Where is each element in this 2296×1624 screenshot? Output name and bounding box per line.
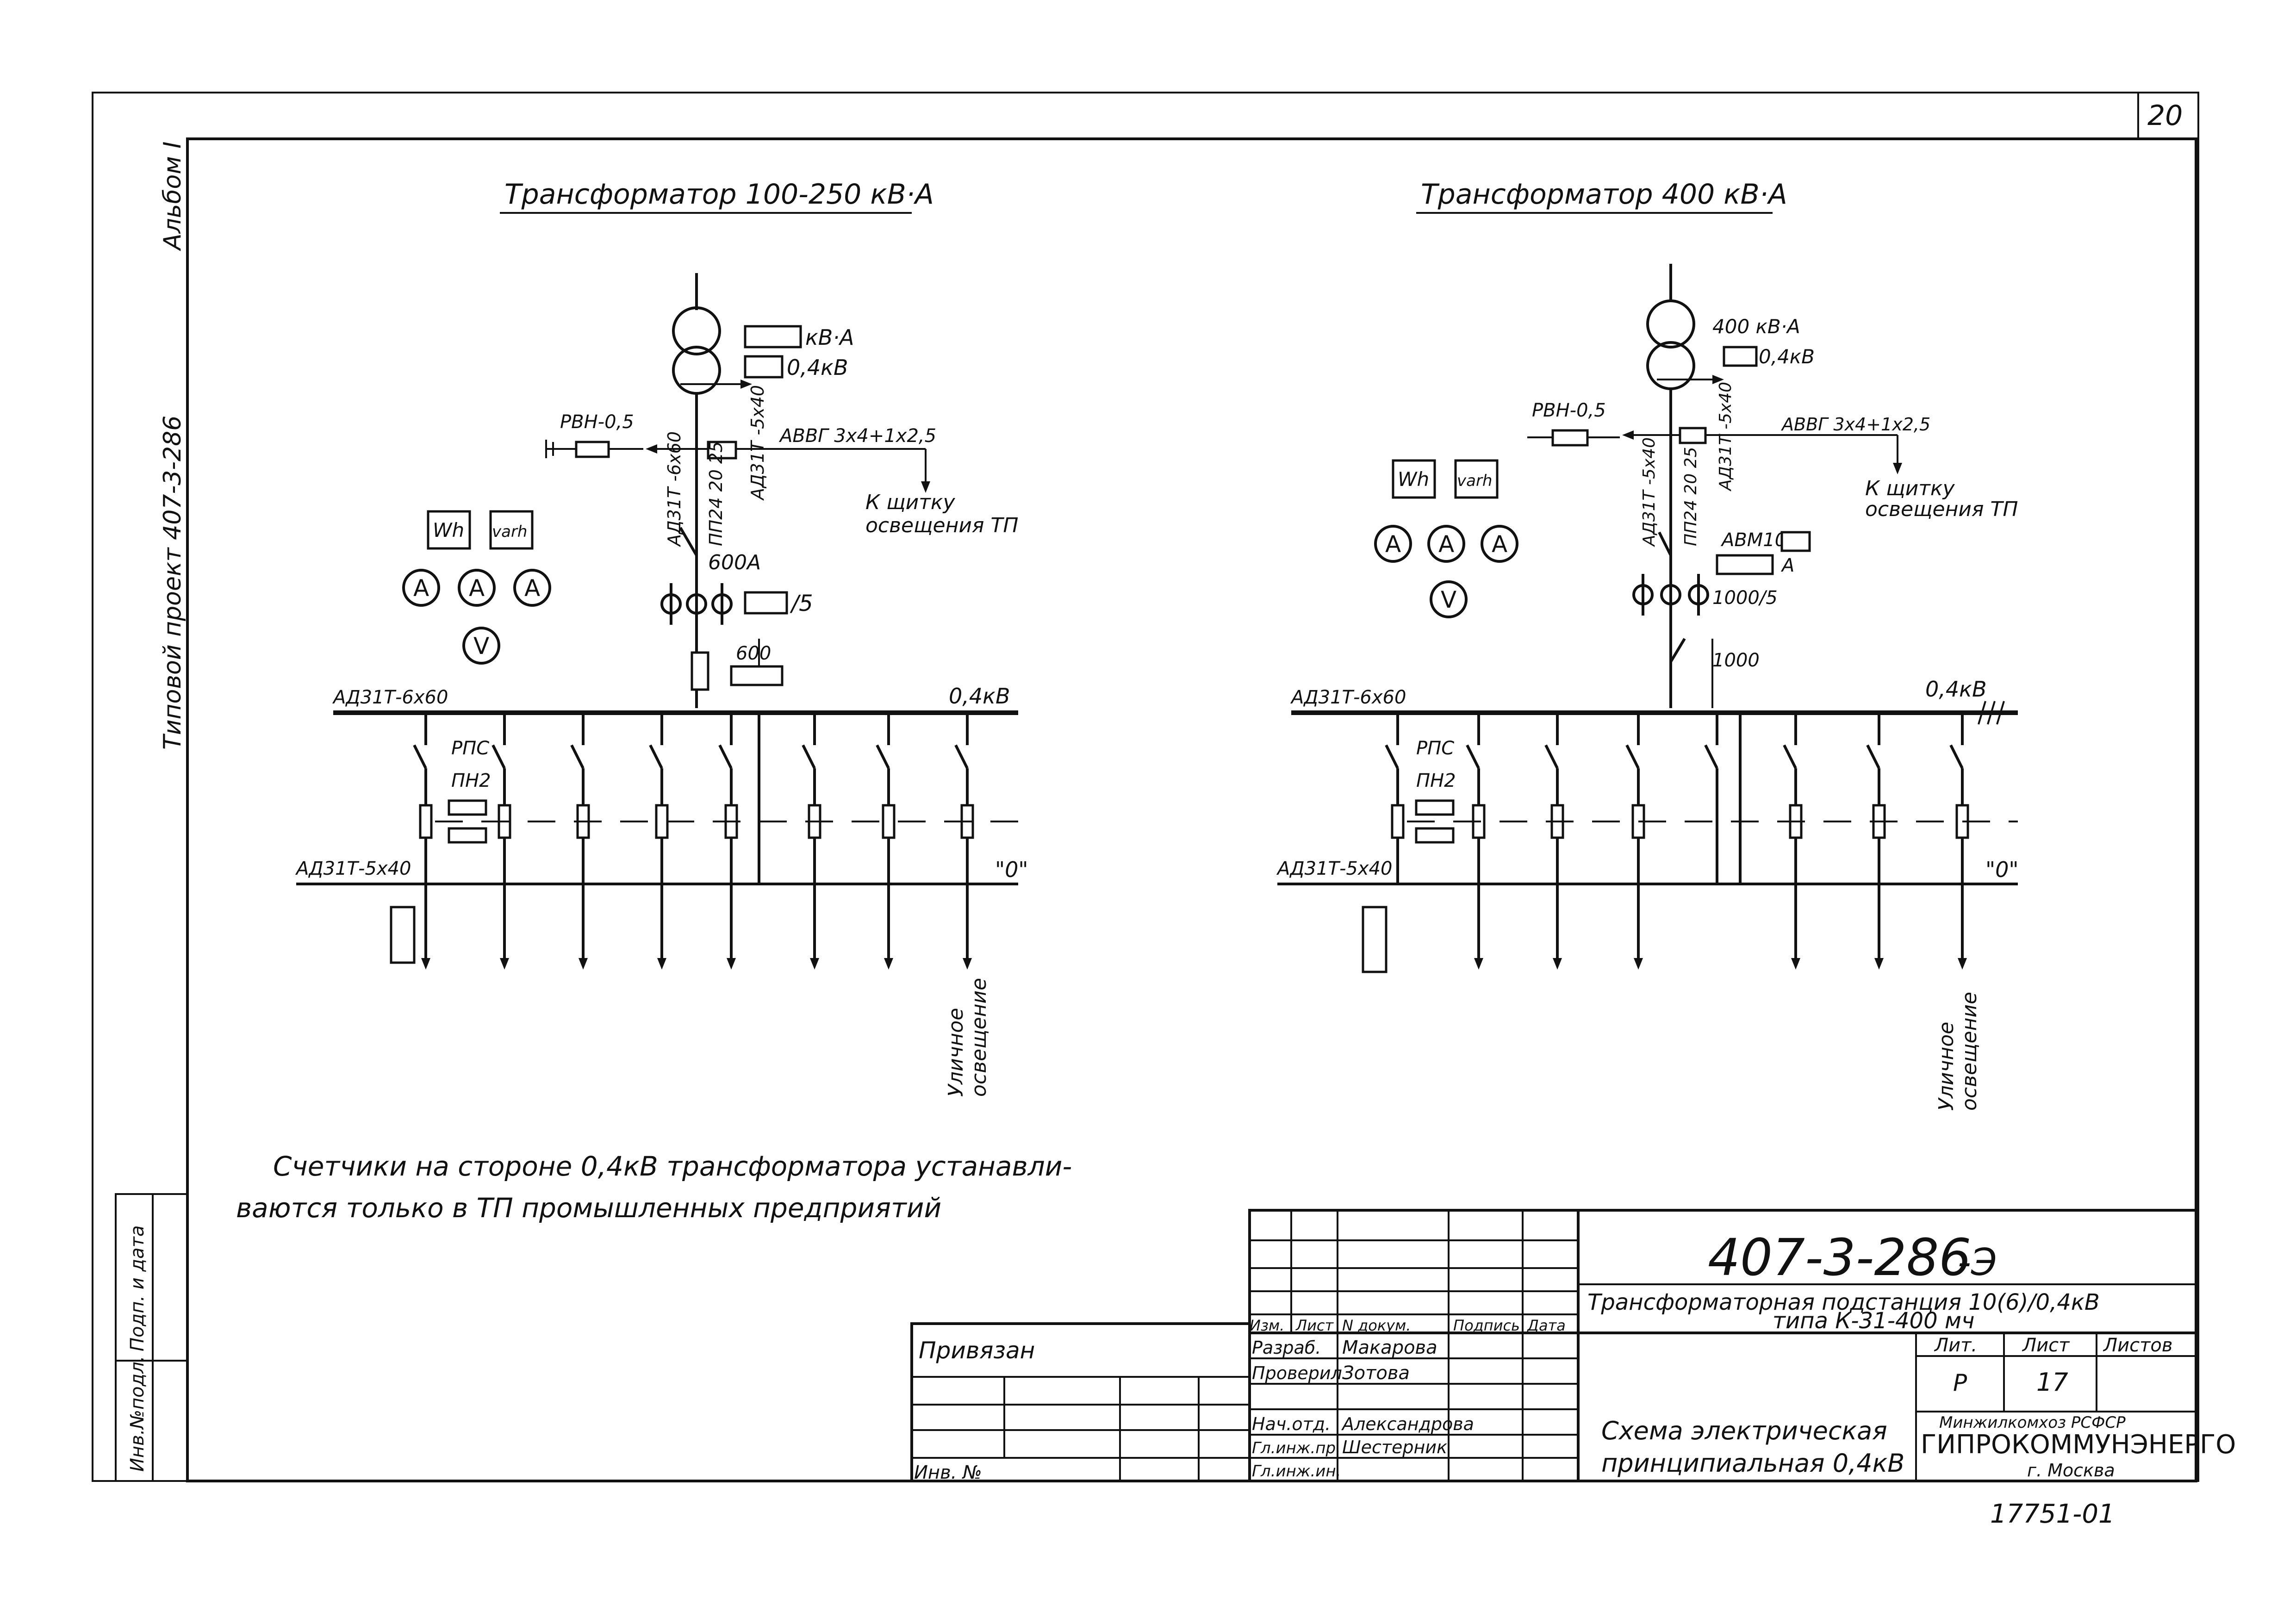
svg-text:A: A (1438, 531, 1454, 558)
svg-text:АВВГ 3х4+1х2,5: АВВГ 3х4+1х2,5 (1780, 414, 1930, 435)
privyazan-block: Привязан Инв. № (910, 1322, 1251, 1483)
svg-text:Листов: Листов (2103, 1335, 2172, 1356)
svg-text:"0": "0" (1985, 857, 2019, 882)
org-name: ГИПРОКОММУНЭНЕРГО (1921, 1430, 2236, 1460)
sheet-title-2: принципиальная 0,4кВ (1601, 1449, 1904, 1478)
project-line-1: Трансформаторная подстанция 10(6)/0,4кВ (1587, 1289, 2100, 1315)
svg-text:Подпись: Подпись (1453, 1317, 1520, 1334)
svg-text:Александрова: Александрова (1341, 1414, 1474, 1434)
doc-suffix: -Э (1958, 1241, 1997, 1284)
svg-text:"0": "0" (995, 857, 1028, 882)
svg-text:РВН-0,5: РВН-0,5 (560, 411, 634, 433)
left-meter-wh: Wh (433, 519, 464, 541)
svg-text:Гл.инж.пр.: Гл.инж.пр. (1252, 1439, 1341, 1457)
side-project-label: Типовой проект 407-3-286 (159, 416, 187, 750)
svg-text:Дата: Дата (1526, 1317, 1566, 1334)
org-ministry: Минжилкомхоз РСФСР (1939, 1413, 2126, 1432)
side-podp-data: Подп. и дата (127, 1226, 148, 1351)
svg-text:Макарова: Макарова (1342, 1337, 1437, 1358)
svg-text:АД31Т-5х40: АД31Т-5х40 (1276, 858, 1392, 879)
svg-text:Зотова: Зотова (1342, 1363, 1410, 1384)
svg-text:A: A (1385, 531, 1401, 558)
svg-text:ПП24 20 25: ПП24 20 25 (706, 442, 726, 546)
svg-text:17: 17 (2036, 1368, 2068, 1397)
svg-text:АВВГ 3х4+1х2,5: АВВГ 3х4+1х2,5 (778, 425, 936, 447)
svg-text:0,4кВ: 0,4кВ (787, 355, 848, 380)
svg-text:освещения ТП: освещения ТП (865, 514, 1018, 537)
svg-text:/5: /5 (790, 591, 813, 616)
svg-text:N докум.: N докум. (1342, 1317, 1411, 1334)
svg-text:ПН2: ПН2 (451, 770, 491, 791)
svg-text:АД31Т -5х40: АД31Т -5х40 (1640, 437, 1659, 547)
svg-text:Проверил: Проверил (1252, 1363, 1342, 1383)
page-number-box (2137, 92, 2199, 140)
svg-text:Лит.: Лит. (1934, 1335, 1977, 1356)
title-block: 407-3-286 -Э Трансформаторная подстанция… (1248, 1209, 2236, 1482)
svg-text:освещения ТП: освещения ТП (1865, 498, 2018, 521)
bottom-code: 17751-01 (1990, 1499, 2115, 1529)
svg-text:600: 600 (736, 643, 771, 664)
svg-text:ПН2: ПН2 (1416, 770, 1456, 791)
svg-text:освещение: освещение (1958, 992, 1981, 1111)
left-title: Трансформатор 100-250 кВ·А (504, 178, 934, 211)
svg-text:А: А (1780, 555, 1794, 576)
album-label: Альбом I (159, 142, 187, 251)
svg-text:Р: Р (1953, 1369, 1967, 1396)
side-strip (115, 1193, 188, 1482)
svg-text:0,4кВ: 0,4кВ (1925, 677, 1987, 702)
svg-text:Нач.отд.: Нач.отд. (1252, 1414, 1331, 1434)
svg-text:АД31Т-5х40: АД31Т-5х40 (295, 858, 411, 879)
svg-text:400 кВ·А: 400 кВ·А (1712, 315, 1800, 338)
project-line-2: типа К-31-400 мч (1773, 1308, 1974, 1334)
svg-text:A: A (524, 575, 540, 602)
svg-text:АД31Т-6х60: АД31Т-6х60 (1290, 687, 1406, 708)
svg-text:АД31Т -5х40: АД31Т -5х40 (747, 385, 768, 501)
right-scheme: Трансформатор 400 кВ·А 400 кВ·А 0,4кВ АВ… (1276, 178, 2019, 1111)
svg-text:АД31Т -5х40: АД31Т -5х40 (1716, 382, 1735, 492)
svg-text:V: V (473, 633, 489, 660)
svg-text:К щитку: К щитку (865, 491, 955, 514)
svg-text:Шестерник: Шестерник (1342, 1437, 1447, 1457)
svg-text:освещение: освещение (967, 978, 991, 1097)
svg-text:РПС: РПС (1416, 738, 1454, 759)
svg-text:кВ·А: кВ·А (805, 325, 854, 350)
svg-text:Лист: Лист (1295, 1317, 1334, 1334)
svg-text:РВН-0,5: РВН-0,5 (1532, 400, 1606, 421)
note-line-1: Счетчики на стороне 0,4кВ трансформатора… (273, 1151, 1072, 1182)
doc-number: 407-3-286 (1708, 1228, 1971, 1287)
svg-text:Разраб.: Разраб. (1252, 1338, 1321, 1358)
svg-text:РПС: РПС (451, 738, 489, 759)
svg-text:600А: 600А (708, 551, 761, 574)
svg-text:Гл.инж.ин.: Гл.инж.ин. (1252, 1462, 1341, 1481)
right-meter-wh: Wh (1398, 468, 1429, 491)
svg-text:Лист: Лист (2022, 1335, 2070, 1356)
note-line-2: ваются только в ТП промышленных предприя… (236, 1192, 941, 1224)
svg-text:A: A (413, 575, 429, 602)
sheet-title-1: Схема электрическая (1601, 1416, 1887, 1445)
svg-text:1000/5: 1000/5 (1712, 587, 1778, 609)
side-inv-podl: Инв.№подл. (127, 1356, 148, 1472)
svg-text:Изм.: Изм. (1250, 1317, 1284, 1334)
right-title: Трансформатор 400 кВ·А (1421, 178, 1787, 211)
svg-text:0,4кВ: 0,4кВ (949, 684, 1010, 709)
svg-text:Уличное: Уличное (944, 1008, 968, 1097)
svg-text:АД31Т-6х60: АД31Т-6х60 (332, 687, 448, 708)
svg-text:К щитку: К щитку (1865, 477, 1955, 500)
svg-text:Инв. №: Инв. № (914, 1462, 982, 1483)
org-city: г. Москва (2027, 1460, 2115, 1481)
svg-text:Уличное: Уличное (1935, 1022, 1958, 1111)
left-scheme: Трансформатор 100-250 кВ·А кВ·А 0,4кВ АВ… (295, 178, 1028, 1097)
page-number: 20 (2147, 100, 2183, 132)
svg-text:ПП24 20 25: ПП24 20 25 (1681, 447, 1700, 546)
svg-text:1000: 1000 (1712, 650, 1760, 671)
left-meter-varh: varh (492, 523, 527, 541)
svg-text:0,4кВ: 0,4кВ (1759, 345, 1815, 368)
right-meter-varh: varh (1457, 472, 1492, 490)
svg-text:A: A (1492, 531, 1507, 558)
svg-text:A: A (469, 575, 485, 602)
svg-text:АВМ10: АВМ10 (1720, 529, 1786, 551)
svg-text:Привязан: Привязан (919, 1337, 1035, 1364)
svg-text:V: V (1441, 586, 1456, 613)
